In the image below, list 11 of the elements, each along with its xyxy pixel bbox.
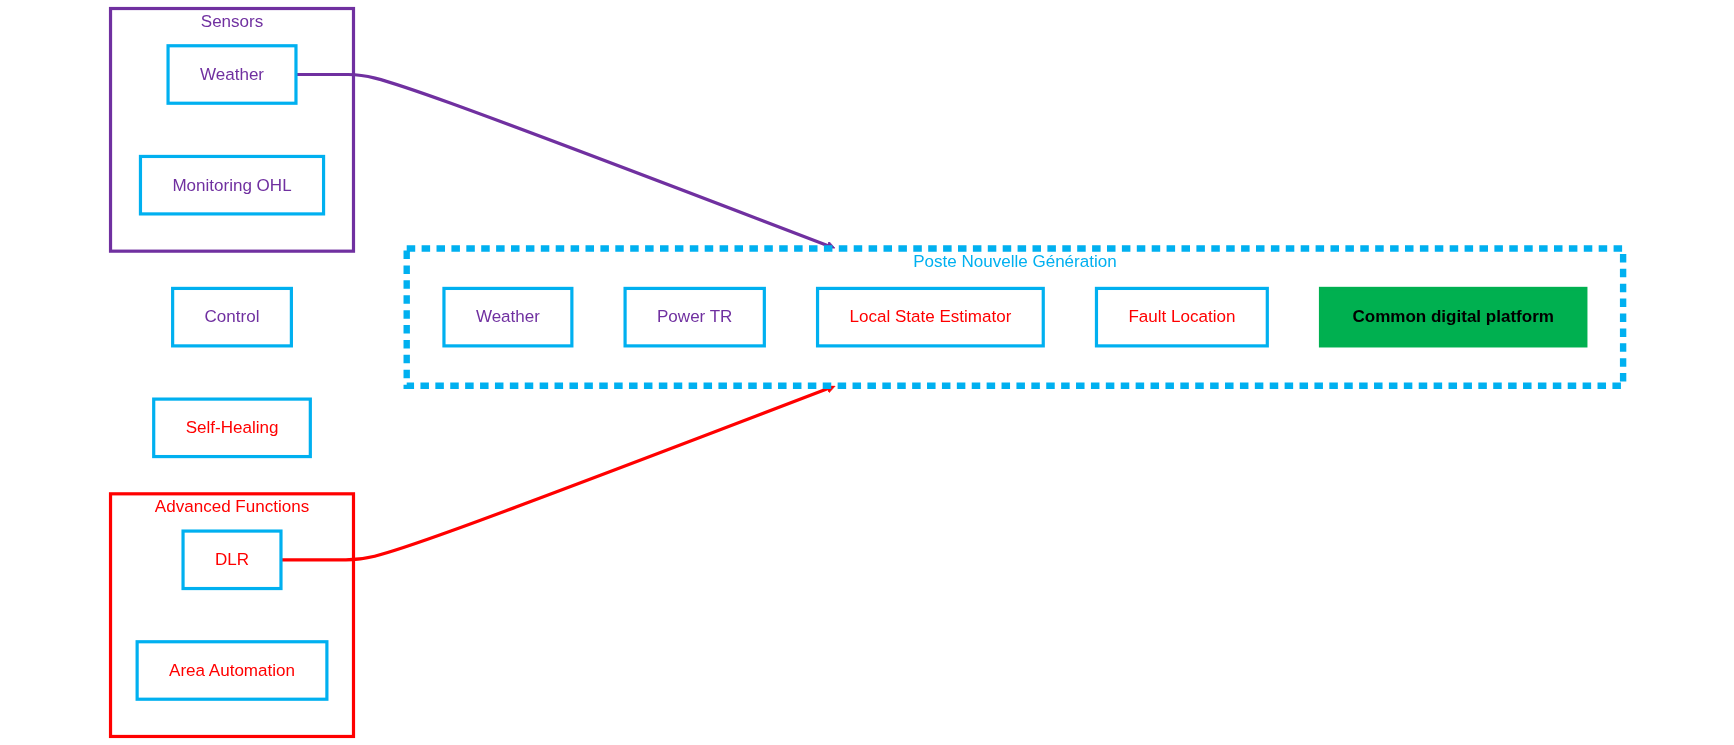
node-box: Common digital platform [1319,286,1588,348]
node-box: Control [171,286,294,348]
node-box: Monitoring OHL [139,154,326,216]
node-box: DLR [181,529,283,591]
node-box: Local State Estimator [816,286,1046,348]
node-box: Area Automation [135,640,329,701]
node-box: Fault Location [1095,286,1270,348]
node-box: Self-Healing [152,397,313,459]
node-box: Weather [442,286,574,348]
node-box: Weather [166,44,298,105]
node-box: Power TR [623,286,767,348]
